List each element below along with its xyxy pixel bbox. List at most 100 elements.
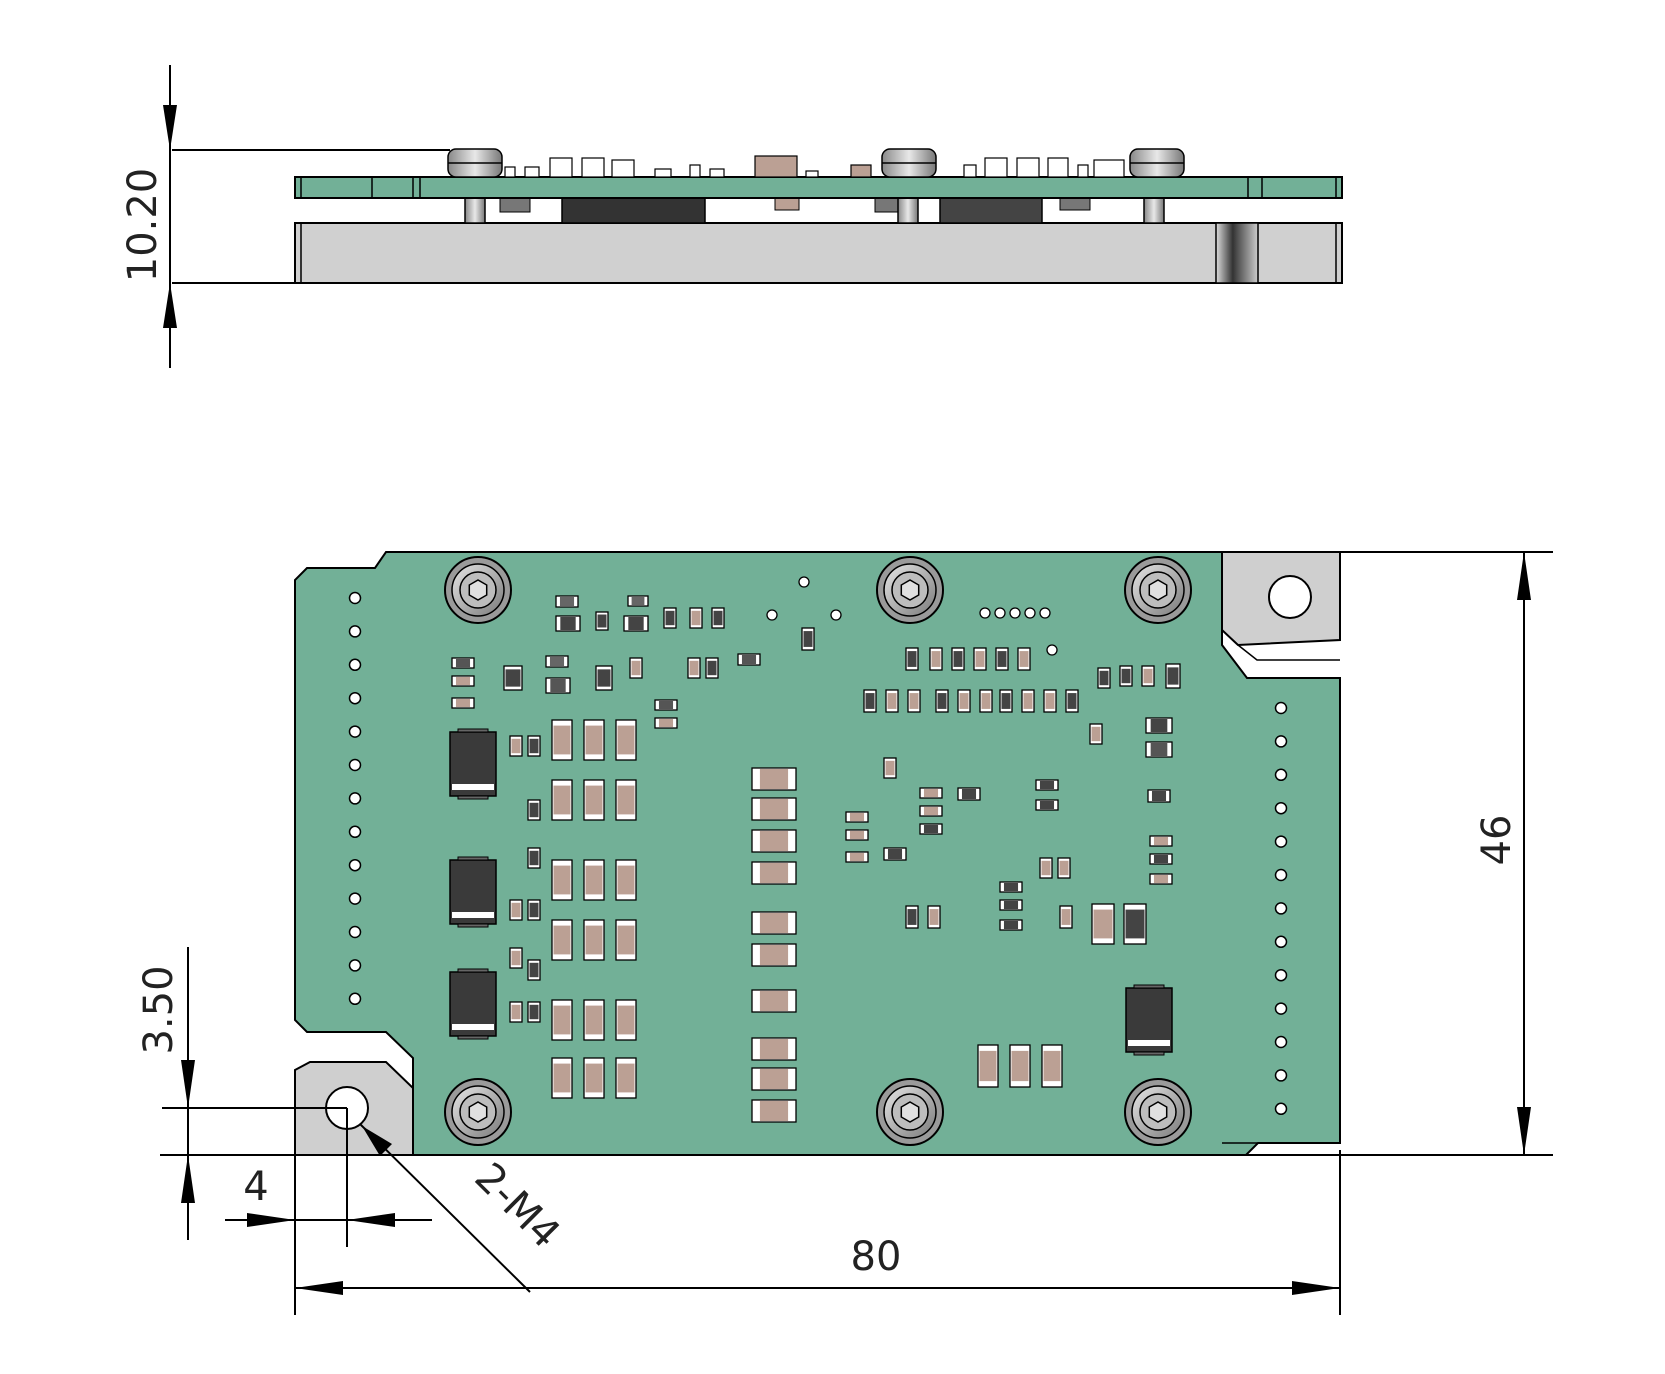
smd-part <box>1089 723 1103 745</box>
smd-part <box>503 665 523 691</box>
smd-part <box>595 665 613 691</box>
smd-part <box>737 653 761 666</box>
capacitor-part <box>1009 1044 1031 1088</box>
side-screw-head <box>1129 148 1185 178</box>
smd-part <box>1091 903 1115 945</box>
resistor-array-part <box>615 719 637 761</box>
pin-pad <box>348 858 362 872</box>
resistor-array-part <box>615 859 637 901</box>
smd-part <box>905 905 919 929</box>
pin-pad <box>348 758 362 772</box>
smd-part <box>623 615 649 632</box>
pin-pad <box>1274 968 1288 982</box>
smd-part <box>527 899 541 921</box>
smd-part <box>627 595 649 607</box>
test-point <box>1046 644 1058 656</box>
smd-part <box>451 697 475 709</box>
pin-pad <box>348 959 362 972</box>
resistor-array-part <box>583 779 605 821</box>
smd-part <box>905 647 919 671</box>
smd-part <box>919 823 943 835</box>
smd-part <box>1035 799 1059 811</box>
pin-pad <box>348 992 362 1006</box>
smd-part <box>1147 789 1171 803</box>
smd-part <box>885 689 899 713</box>
smd-part <box>509 899 523 921</box>
smd-part <box>907 689 921 713</box>
smd-part <box>1043 689 1057 713</box>
smd-part <box>883 757 897 779</box>
pcb-board <box>294 551 1341 1156</box>
resistor-array-part <box>583 719 605 761</box>
smd-part <box>1021 689 1035 713</box>
resistor-array-part <box>551 719 573 761</box>
standoff-screw-icon <box>876 1078 944 1146</box>
capacitor-part <box>751 767 797 791</box>
smd-part <box>527 847 541 869</box>
pin-pad <box>1274 701 1288 715</box>
side-standoff <box>464 197 486 224</box>
smd-part <box>1059 905 1073 929</box>
smd-part <box>801 627 815 651</box>
side-view: 10.20 <box>120 65 1343 368</box>
smd-part <box>999 689 1013 713</box>
capacitor-part <box>1041 1044 1063 1088</box>
pin-pad <box>348 925 362 939</box>
smd-part <box>545 677 571 694</box>
smd-part <box>1123 903 1147 945</box>
test-point <box>1009 607 1021 619</box>
top-view: 46 80 3.50 4 <box>136 551 1553 1315</box>
smd-part <box>929 647 943 671</box>
pin-pad <box>1274 1035 1288 1049</box>
pin-pad <box>1274 1102 1288 1116</box>
test-point <box>994 607 1006 619</box>
standoff-screw-icon <box>1124 556 1192 624</box>
standoff-screw-icon <box>1124 1078 1192 1146</box>
side-underside-ic <box>939 197 1043 224</box>
smd-part <box>509 947 523 969</box>
smd-part <box>509 735 523 757</box>
smd-part <box>451 675 475 687</box>
smd-part <box>1165 663 1181 689</box>
smd-part <box>979 689 993 713</box>
smd-part <box>629 657 643 679</box>
dimension-hole-offset-x: 4 <box>225 1108 432 1247</box>
smd-part <box>545 655 569 668</box>
resistor-array-part <box>583 1057 605 1099</box>
resistor-array-part <box>551 919 573 961</box>
resistor-array-part <box>615 779 637 821</box>
smd-part <box>845 811 869 823</box>
dimension-height-top: 46 <box>1474 552 1531 1155</box>
dimension-hole-offset-y: 3.50 <box>136 947 347 1240</box>
pin-pad <box>348 658 362 672</box>
dimension-label-46: 46 <box>1474 815 1520 866</box>
pin-header-right <box>1274 701 1288 1116</box>
smd-part <box>1149 835 1173 847</box>
pin-pad <box>1274 768 1288 782</box>
smd-part <box>935 689 949 713</box>
smd-part <box>957 689 971 713</box>
power-diode <box>449 728 497 800</box>
standoff-screw-icon <box>444 556 512 624</box>
resistor-array-part <box>615 1057 637 1099</box>
side-standoff <box>1143 197 1165 224</box>
resistor-array-part <box>615 999 637 1041</box>
smd-part <box>711 607 725 629</box>
power-diode <box>1125 984 1173 1056</box>
smd-part <box>999 881 1023 893</box>
smd-part <box>654 699 678 711</box>
power-diode <box>449 856 497 928</box>
smd-part <box>999 919 1023 931</box>
standoff-screw-icon <box>444 1078 512 1146</box>
test-point <box>1039 607 1051 619</box>
resistor-array-part <box>615 919 637 961</box>
test-point <box>1024 607 1036 619</box>
pin-pad <box>1274 935 1288 949</box>
resistor-array-part <box>551 859 573 901</box>
pin-pad <box>1274 902 1288 915</box>
smd-part <box>845 851 869 863</box>
smd-part <box>1097 667 1111 689</box>
dimension-label-80: 80 <box>851 1234 902 1280</box>
smd-part <box>1145 717 1173 734</box>
